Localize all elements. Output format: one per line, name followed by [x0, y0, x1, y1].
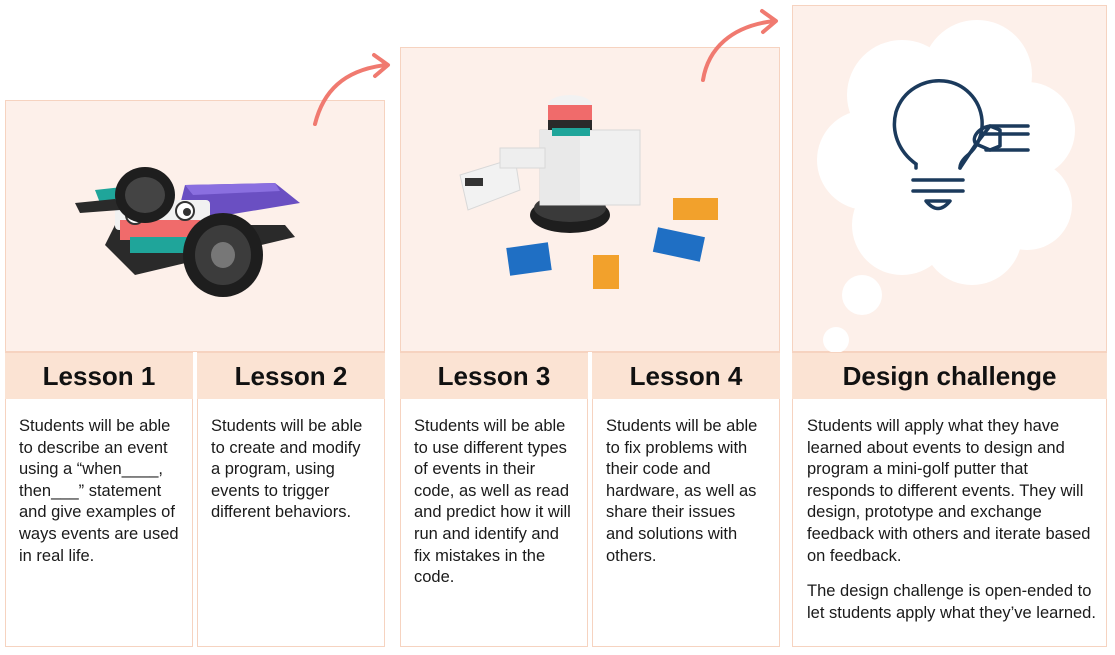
lesson-3-title: Lesson 3	[400, 353, 588, 399]
robot-turret-image	[459, 95, 718, 289]
lesson-3-description: Students will be able to use different t…	[414, 417, 571, 587]
lesson-2-card	[197, 352, 385, 647]
design-challenge-paragraph-2: The design challenge is open-ended to le…	[807, 582, 1096, 622]
design-challenge-paragraph-1: Students will apply what they have learn…	[807, 417, 1091, 565]
lesson-1-description: Students will be able to describe an eve…	[19, 417, 179, 565]
lesson-1-title: Lesson 1	[5, 353, 193, 399]
design-challenge-title: Design challenge	[792, 353, 1107, 399]
lesson-4-description: Students will be able to fix problems wi…	[606, 417, 758, 565]
lesson-2-description: Students will be able to create and modi…	[211, 417, 363, 522]
lesson-4-title: Lesson 4	[592, 353, 780, 399]
design-challenge-card	[792, 352, 1107, 647]
lightbulb-icon	[892, 79, 1030, 211]
design-challenge-description: Students will apply what they have learn…	[789, 416, 1107, 638]
lesson-1-card	[5, 352, 193, 647]
lesson-4-card	[592, 352, 780, 647]
robot-car-image	[75, 167, 300, 297]
lesson-3-card	[400, 352, 588, 647]
lesson-2-title: Lesson 2	[197, 353, 385, 399]
curved-arrow-icon	[701, 9, 778, 82]
curved-arrow-icon	[313, 53, 390, 126]
